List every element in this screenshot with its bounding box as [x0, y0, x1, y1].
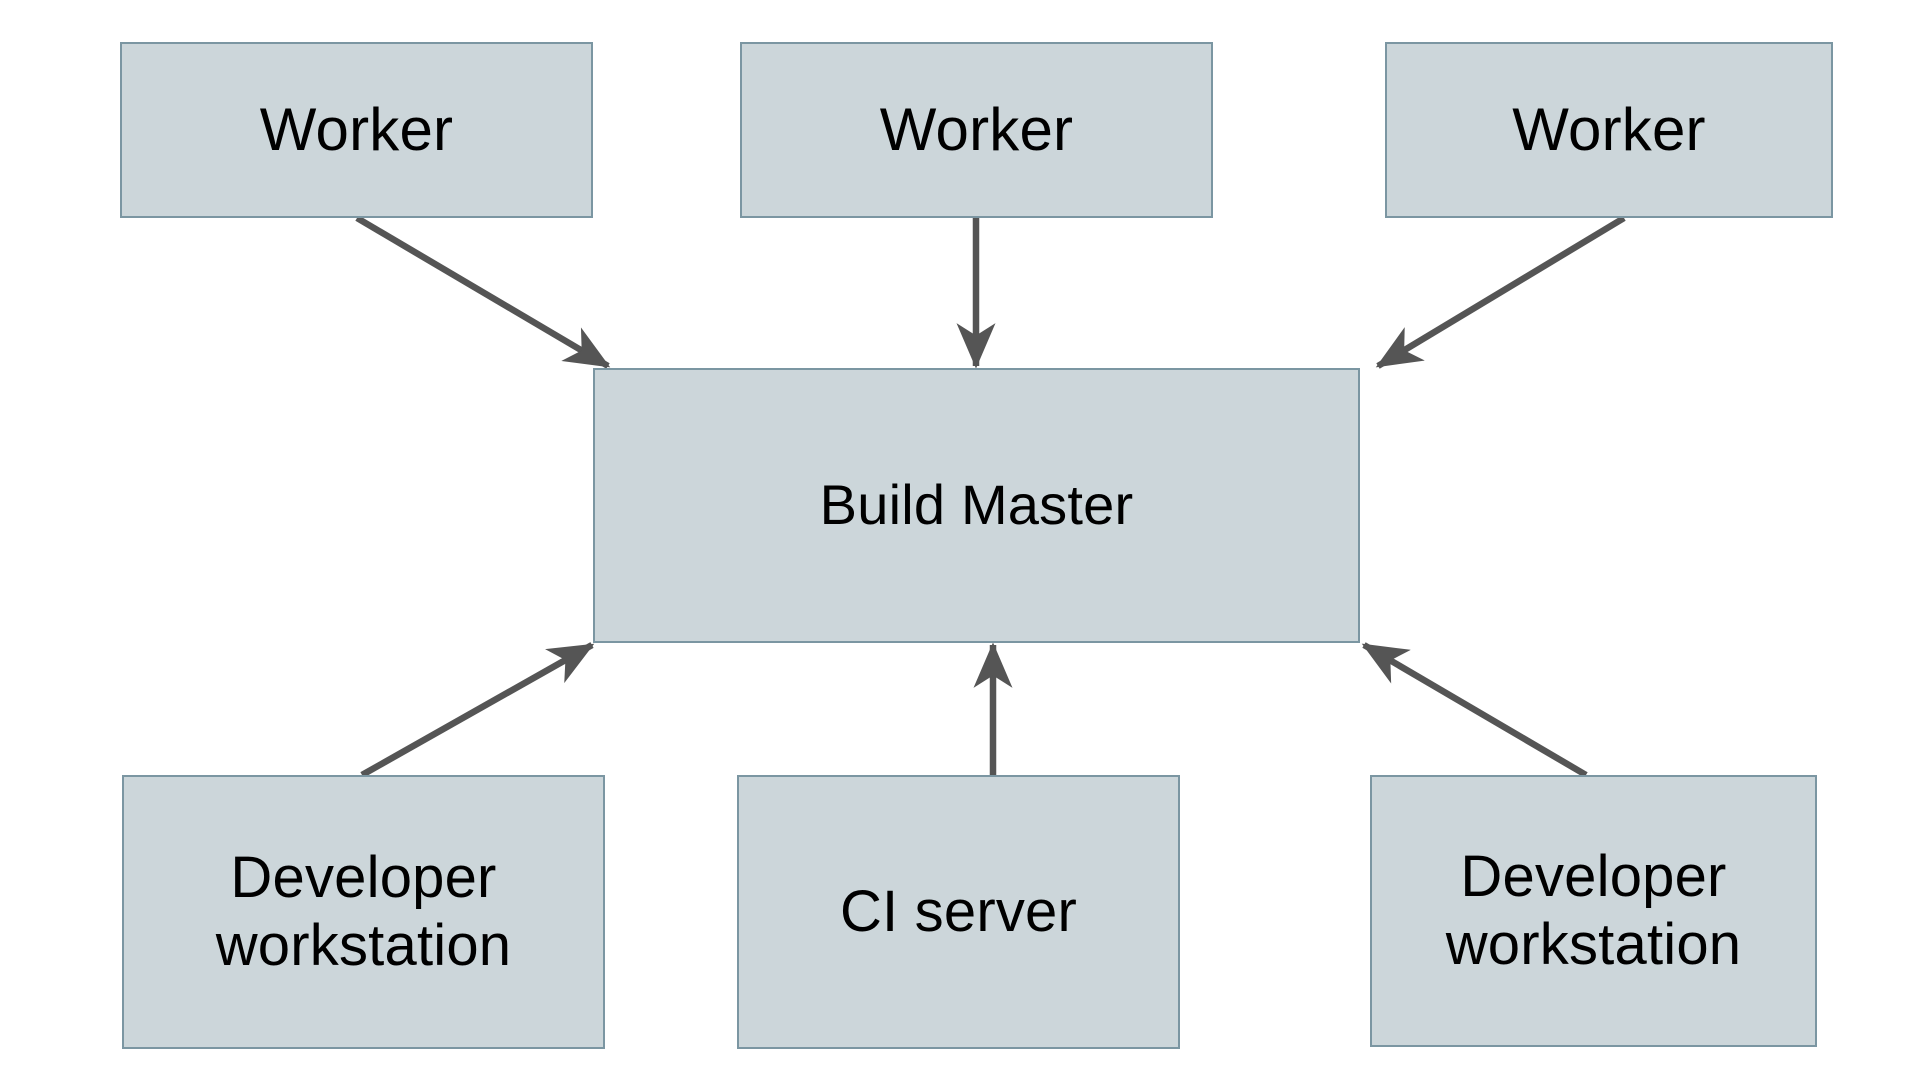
node-dev-workstation-2[interactable]: Developer workstation: [1370, 775, 1817, 1047]
node-build-master[interactable]: Build Master: [593, 368, 1360, 643]
node-worker-1[interactable]: Worker: [120, 42, 593, 218]
edge-dev-workstation-2-to-build-master: [1361, 642, 1588, 778]
edge-worker-3-to-build-master: [1375, 215, 1626, 369]
node-label-worker-3: Worker: [1512, 95, 1706, 163]
node-dev-workstation-1[interactable]: Developer workstation: [122, 775, 605, 1049]
edge-dev-workstation-1-to-build-master: [360, 642, 595, 778]
node-label-worker-2: Worker: [879, 95, 1074, 163]
edge-worker-1-to-build-master: [355, 215, 611, 369]
node-label-worker-1: Worker: [259, 95, 454, 163]
node-worker-3[interactable]: Worker: [1385, 42, 1833, 218]
node-worker-2[interactable]: Worker: [740, 42, 1213, 218]
node-label-build-master: Build Master: [819, 473, 1134, 537]
node-label-dev-workstation-2: Developer workstation: [1445, 843, 1742, 977]
node-ci-server[interactable]: CI server: [737, 775, 1180, 1049]
node-label-ci-server: CI server: [839, 878, 1078, 944]
node-label-dev-workstation-1: Developer workstation: [215, 844, 512, 978]
